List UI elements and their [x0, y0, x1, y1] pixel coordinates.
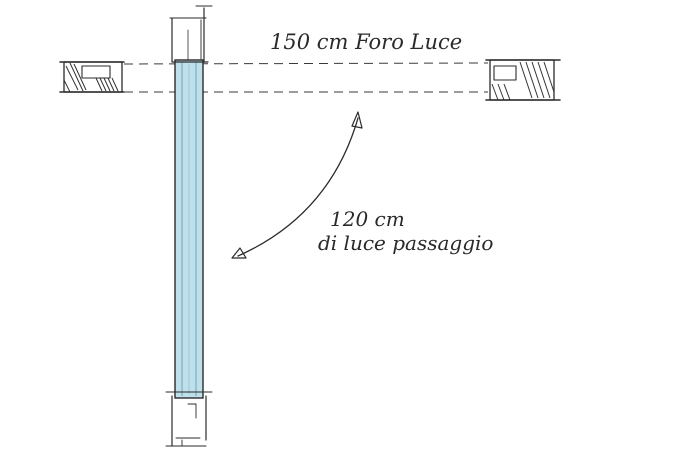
upper-frame-post [169, 5, 213, 63]
passage-description-label: di luce passaggio [318, 231, 493, 255]
door-swing-arc [231, 111, 363, 259]
glass-door-panel [171, 59, 209, 399]
left-wall-section [59, 61, 125, 93]
passage-width-label: 120 cm [330, 207, 405, 231]
lower-frame-post [165, 391, 213, 447]
right-wall-section [485, 59, 561, 101]
opening-width-label: 150 cm Foro Luce [270, 30, 462, 54]
